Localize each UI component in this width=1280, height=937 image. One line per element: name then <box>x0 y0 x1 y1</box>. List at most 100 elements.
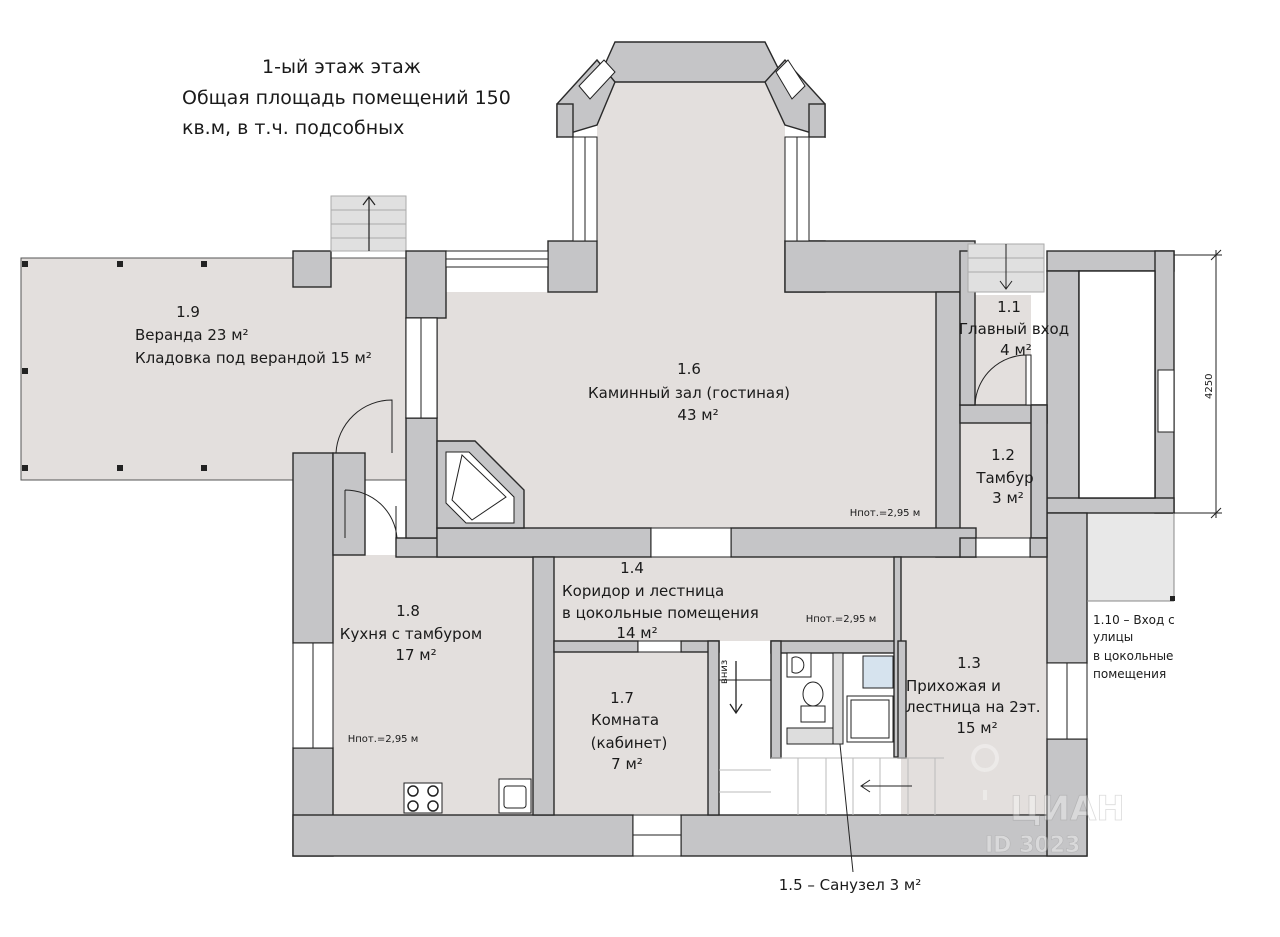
veranda <box>20 195 407 481</box>
stove-icon <box>403 782 443 814</box>
wall <box>897 640 907 759</box>
room-1-1-number: 1.1 <box>997 298 1021 316</box>
room-1-8-height: Нпот.=2,95 м <box>348 734 419 745</box>
room-1-6-number: 1.6 <box>677 360 701 378</box>
room-1-10-line1: 1.10 – Вход с <box>1093 613 1175 627</box>
title-line-1: 1-ый этаж этаж <box>262 56 421 78</box>
sink-icon <box>786 652 812 678</box>
wall <box>595 41 787 83</box>
room-floors <box>333 82 1174 815</box>
wall <box>405 250 447 319</box>
room-1-2-name: Тамбур <box>975 469 1033 487</box>
arrow-down-icon <box>999 280 1013 290</box>
watermark: ЦИАН ID 3023 <box>971 744 1125 858</box>
arrow-down-icon <box>729 703 743 715</box>
wall <box>1046 512 1088 664</box>
window <box>578 59 616 100</box>
room-1-7-number: 1.7 <box>610 689 634 707</box>
room-1-10-line3: в цокольные <box>1093 649 1173 663</box>
kitchen-floor <box>333 555 533 815</box>
wall <box>405 417 438 539</box>
veranda-pillar <box>292 250 332 288</box>
room-1-7-area: 7 м² <box>611 755 643 773</box>
veranda-steps <box>330 195 407 252</box>
storage-block <box>1078 270 1156 499</box>
veranda-post <box>117 465 123 471</box>
wall <box>730 527 977 558</box>
door-swing <box>974 354 1029 406</box>
wall <box>1046 738 1088 857</box>
veranda-post <box>22 368 28 374</box>
shower-icon <box>846 695 894 743</box>
room-1-9-name2: Кладовка под верандой 15 м² <box>135 349 372 367</box>
wall <box>1046 270 1080 514</box>
arrow-left-icon <box>860 779 871 793</box>
room-labels: 1.9 Веранда 23 м² Кладовка под верандой … <box>135 298 1069 894</box>
doors <box>335 354 1032 540</box>
wall <box>1029 537 1048 558</box>
living-room-floor <box>437 82 936 528</box>
veranda-post <box>117 261 123 267</box>
room-1-6-area: 43 м² <box>677 406 718 424</box>
room-1-4-number: 1.4 <box>620 559 644 577</box>
veranda-post <box>22 465 28 471</box>
door-swing <box>344 489 398 539</box>
room-1-8-number: 1.8 <box>396 602 420 620</box>
room-1-9-number: 1.9 <box>176 303 200 321</box>
wall <box>436 527 652 558</box>
dimension-4250: 4250 <box>1174 249 1222 519</box>
room-1-8-area: 17 м² <box>395 646 436 664</box>
room-1-3-number: 1.3 <box>957 654 981 672</box>
wall <box>935 291 961 558</box>
veranda-post <box>201 465 207 471</box>
stairs-floor <box>719 641 771 813</box>
washer-icon <box>862 655 894 689</box>
main-entrance-floor <box>975 295 1031 405</box>
bathroom-fixtures <box>786 652 894 745</box>
wall <box>707 640 720 816</box>
room-1-9-name1: Веранда 23 м² <box>135 326 249 344</box>
kitchen-fixtures <box>403 778 532 814</box>
room-1-3-name2: лестница на 2эт. <box>906 698 1041 716</box>
dimension-label: 4250 <box>1204 374 1215 399</box>
veranda-post <box>22 261 28 267</box>
veranda-floor <box>20 257 407 481</box>
room-1-3-name1: Прихожая и <box>906 677 1001 695</box>
wall <box>1046 497 1175 514</box>
veranda-post <box>201 261 207 267</box>
door-swing <box>335 399 393 454</box>
room-1-2-number: 1.2 <box>991 446 1015 464</box>
room-1-5-label: 1.5 – Санузел 3 м² <box>779 876 921 894</box>
study-floor <box>554 652 708 814</box>
room-1-3-area: 15 м² <box>956 719 997 737</box>
plan-title: 1-ый этаж этаж Общая площадь помещений 1… <box>182 56 511 139</box>
title-line-3: кв.м, в т.ч. подсобных <box>182 117 404 139</box>
room-1-6-name: Каминный зал (гостиная) <box>588 384 790 402</box>
hall-floor <box>901 557 1047 815</box>
windows <box>292 59 1175 857</box>
title-line-2: Общая площадь помещений 150 <box>182 87 511 109</box>
window <box>1157 369 1175 433</box>
stairs-down-label: вниз <box>719 660 730 684</box>
street-entrance-floor <box>1087 513 1174 601</box>
room-1-7-name2: (кабинет) <box>591 734 668 752</box>
doorway <box>975 537 1031 558</box>
wall <box>332 452 366 556</box>
room-1-4-area: 14 м² <box>616 624 657 642</box>
room-1-1-area: 4 м² <box>1000 341 1032 359</box>
fireplace <box>436 440 525 529</box>
wall <box>292 814 634 857</box>
toilet-icon <box>802 681 824 707</box>
wall <box>292 452 334 644</box>
location-pin-icon <box>971 744 1000 800</box>
wall <box>959 537 977 558</box>
room-1-10-line4: помещения <box>1093 667 1166 681</box>
doorway <box>637 640 682 653</box>
walls <box>292 41 1175 857</box>
doorway <box>650 527 732 558</box>
wall <box>770 640 782 759</box>
wall <box>553 640 639 653</box>
arrow-up-icon <box>362 196 376 206</box>
wall <box>770 640 899 654</box>
